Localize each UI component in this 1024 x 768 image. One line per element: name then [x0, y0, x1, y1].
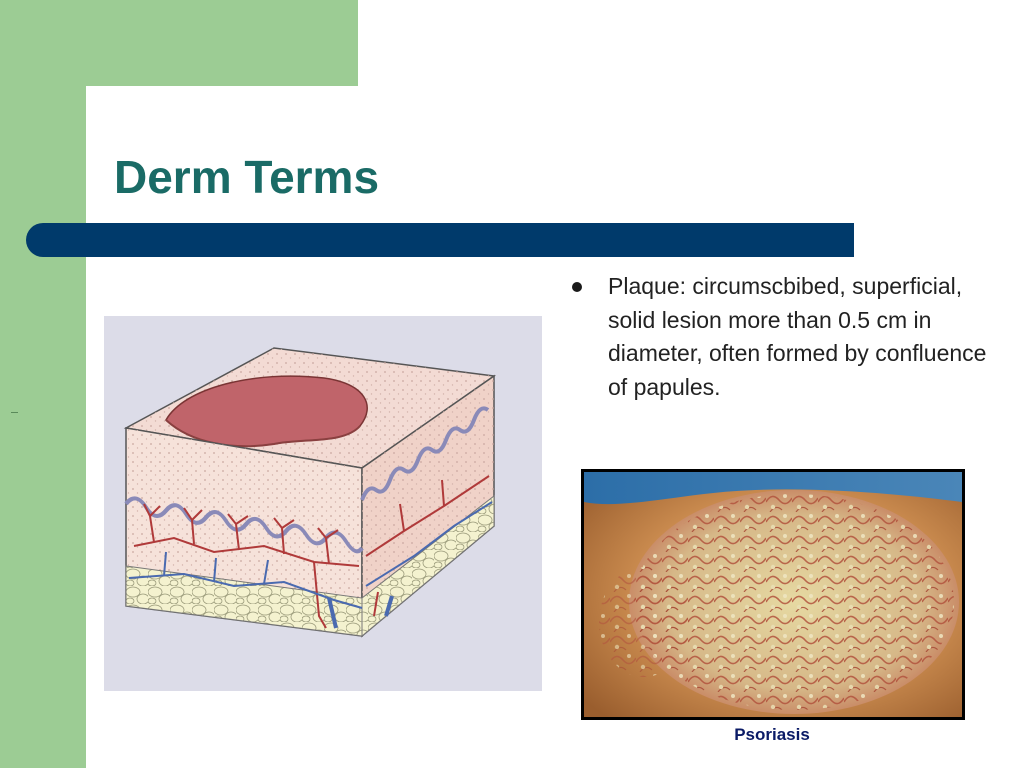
psoriasis-photo-frame: [581, 469, 965, 720]
skin-block-illustration: [123, 347, 497, 638]
bullet-list: Plaque: circumscbibed, superficial, soli…: [570, 270, 1000, 404]
slide-title: Derm Terms: [114, 151, 380, 203]
side-panel: [0, 0, 86, 768]
bullet-dot-icon: [572, 282, 582, 292]
psoriasis-photo: [584, 472, 962, 717]
image-caption: Psoriasis: [734, 725, 810, 744]
skin-cross-section-diagram: [104, 316, 542, 691]
bullet-text: Plaque: circumscbibed, superficial, soli…: [608, 273, 987, 400]
bullet-item: Plaque: circumscbibed, superficial, soli…: [570, 270, 1000, 404]
top-panel: [0, 0, 358, 86]
decorative-mark: [11, 412, 18, 413]
title-underline-bar: [26, 223, 854, 257]
